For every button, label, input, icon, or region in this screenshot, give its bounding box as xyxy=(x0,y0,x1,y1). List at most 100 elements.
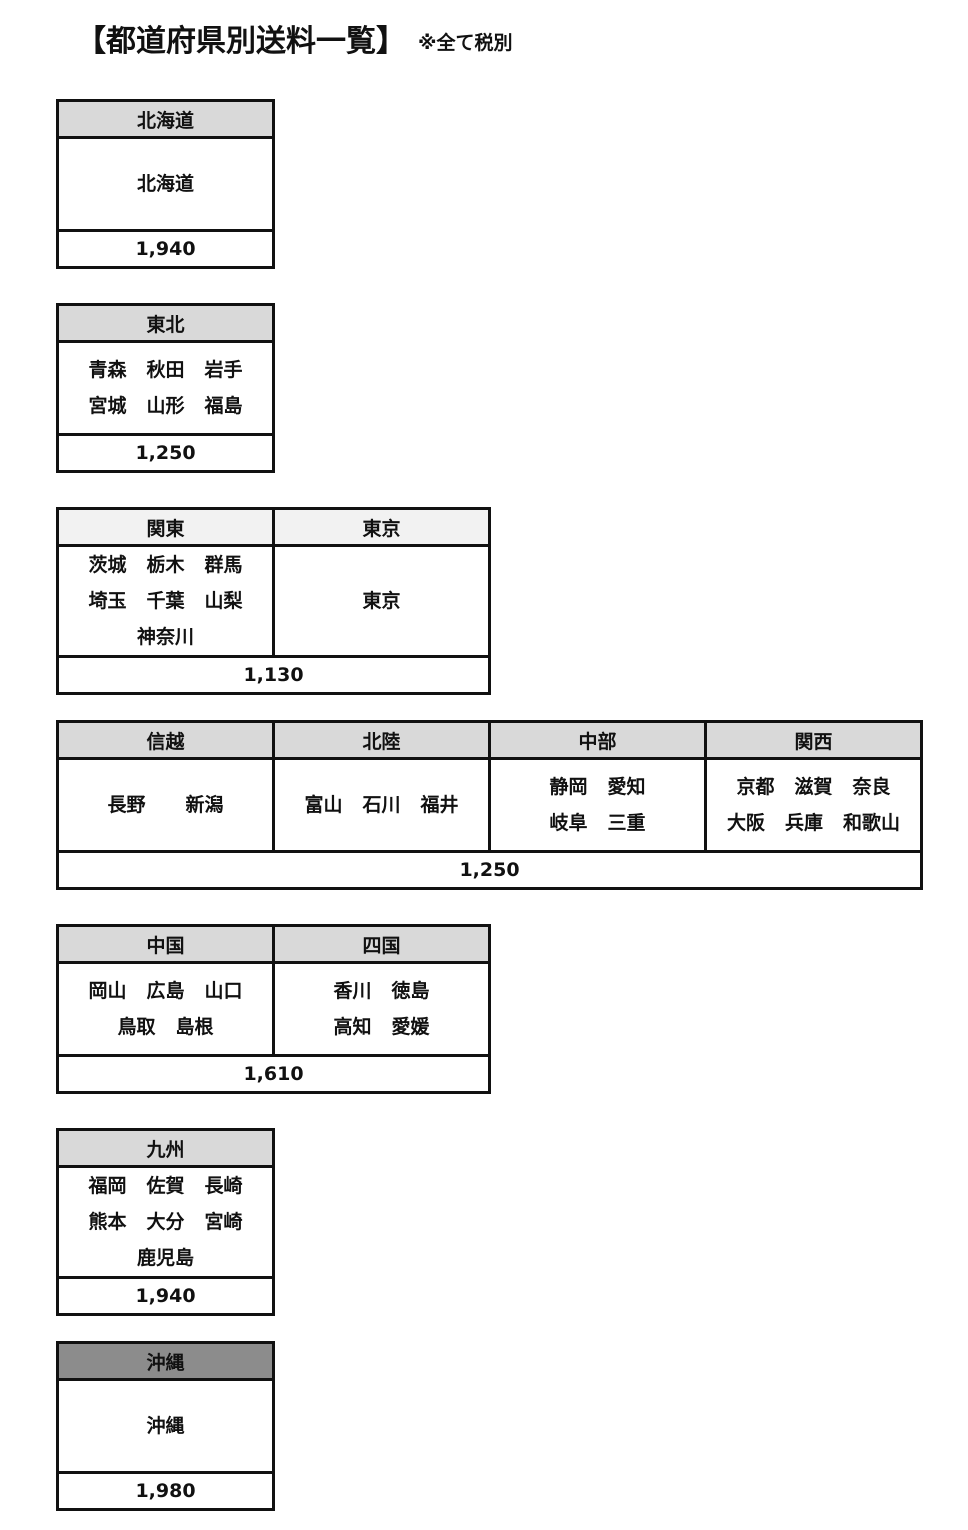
prefecture-line: 福岡佐賀長崎 xyxy=(61,1170,271,1205)
region-header-chugoku: 中国 xyxy=(56,924,275,964)
prefecture-name: 神奈川 xyxy=(136,626,194,648)
region-header-kanto: 関東 xyxy=(56,507,275,547)
region-header-shinetsu: 信越 xyxy=(56,720,275,760)
prefecture-name: 兵庫 xyxy=(784,812,823,834)
prefecture-name: 福岡 xyxy=(88,1175,127,1197)
prefecture-name: 京都 xyxy=(736,776,775,798)
region-prefectures-chugoku: 岡山広島山口鳥取島根 xyxy=(56,961,275,1057)
prefecture-name: 山口 xyxy=(204,980,243,1002)
prefecture-name: 山梨 xyxy=(204,590,243,612)
shipping-price-tohoku: 1,250 xyxy=(56,433,275,473)
region-header-tohoku: 東北 xyxy=(56,303,275,343)
shipping-price-central: 1,250 xyxy=(56,850,923,890)
prefecture-name: 宮城 xyxy=(88,395,127,417)
prefecture-line: 京都滋賀奈良 xyxy=(709,769,919,805)
prefecture-name: 秋田 xyxy=(146,359,185,381)
prefecture-name: 高知 xyxy=(333,1016,372,1038)
region-header-kansai: 関西 xyxy=(704,720,923,760)
prefecture-line: 大阪兵庫和歌山 xyxy=(709,805,919,841)
prefecture-name: 富山 xyxy=(304,794,343,816)
page-title-row: 【都道府県別送料一覧】 ※全て税別 xyxy=(76,12,512,64)
prefecture-name: 滋賀 xyxy=(794,776,833,798)
prefecture-name: 愛媛 xyxy=(391,1016,430,1038)
region-prefectures-kanto: 茨城栃木群馬埼玉千葉山梨神奈川 xyxy=(56,544,275,658)
prefecture-line: 東京 xyxy=(277,583,487,619)
prefecture-name: 北海道 xyxy=(136,173,194,195)
prefecture-line: 長野 新潟 xyxy=(61,787,271,823)
prefecture-line: 熊本大分宮崎 xyxy=(61,1204,271,1240)
prefecture-name: 和歌山 xyxy=(843,812,901,834)
region-header-okinawa: 沖縄 xyxy=(56,1341,275,1381)
prefecture-name: 山形 xyxy=(146,395,185,417)
prefecture-line: 鹿児島 xyxy=(61,1240,271,1275)
region-prefectures-hokuriku: 富山石川福井 xyxy=(272,757,491,853)
prefecture-name: 徳島 xyxy=(391,980,430,1002)
region-header-chubu: 中部 xyxy=(488,720,707,760)
region-prefectures-hokkaido: 北海道 xyxy=(56,136,275,232)
prefecture-line: 北海道 xyxy=(61,166,271,202)
prefecture-name: 香川 xyxy=(333,980,372,1002)
prefecture-name: 福井 xyxy=(420,794,459,816)
prefecture-name: 福島 xyxy=(204,395,243,417)
region-prefectures-tohoku: 青森秋田岩手宮城山形福島 xyxy=(56,340,275,436)
prefecture-name: 岡山 xyxy=(88,980,127,1002)
prefecture-name: 岐阜 xyxy=(549,812,588,834)
prefecture-name: 岩手 xyxy=(204,359,243,381)
tax-note: ※全て税別 xyxy=(418,31,513,54)
prefecture-name: 愛知 xyxy=(607,776,646,798)
shipping-price-kanto: 1,130 xyxy=(56,655,491,695)
shipping-price-chugoku-shikoku: 1,610 xyxy=(56,1054,491,1094)
region-prefectures-kyushu: 福岡佐賀長崎熊本大分宮崎鹿児島 xyxy=(56,1165,275,1279)
prefecture-name: 長野 xyxy=(107,794,146,816)
prefecture-name: 三重 xyxy=(607,812,646,834)
prefecture-name: 島根 xyxy=(175,1016,214,1038)
prefecture-name: 佐賀 xyxy=(146,1175,185,1197)
prefecture-name: 奈良 xyxy=(852,776,891,798)
prefecture-name: 千葉 xyxy=(146,590,185,612)
shipping-price-hokkaido: 1,940 xyxy=(56,229,275,269)
region-header-shikoku: 四国 xyxy=(272,924,491,964)
page-title: 【都道府県別送料一覧】 xyxy=(76,24,406,59)
prefecture-name: 鹿児島 xyxy=(136,1247,194,1269)
shipping-price-kyushu: 1,940 xyxy=(56,1276,275,1316)
shipping-table-hokkaido: 北海道 北海道 1,940 xyxy=(56,99,275,269)
shipping-table-tohoku: 東北 青森秋田岩手宮城山形福島 1,250 xyxy=(56,303,275,473)
region-header-tokyo: 東京 xyxy=(272,507,491,547)
shipping-table-kyushu: 九州 福岡佐賀長崎熊本大分宮崎鹿児島 1,940 xyxy=(56,1128,275,1316)
prefecture-name: 静岡 xyxy=(549,776,588,798)
prefecture-name: 新潟 xyxy=(185,794,224,816)
prefecture-name: 大阪 xyxy=(726,812,765,834)
prefecture-name: 栃木 xyxy=(146,554,185,576)
prefecture-line: 茨城栃木群馬 xyxy=(61,549,271,584)
prefecture-line: 香川徳島 xyxy=(277,973,487,1009)
prefecture-name: 長崎 xyxy=(204,1175,243,1197)
prefecture-line: 高知愛媛 xyxy=(277,1009,487,1045)
prefecture-name: 埼玉 xyxy=(88,590,127,612)
shipping-price-okinawa: 1,980 xyxy=(56,1471,275,1511)
prefecture-name: 広島 xyxy=(146,980,185,1002)
prefecture-line: 岐阜三重 xyxy=(493,805,703,841)
prefecture-name: 群馬 xyxy=(204,554,243,576)
prefecture-line: 神奈川 xyxy=(61,619,271,654)
prefecture-line: 鳥取島根 xyxy=(61,1009,271,1045)
region-prefectures-shinetsu: 長野 新潟 xyxy=(56,757,275,853)
prefecture-name: 沖縄 xyxy=(146,1415,185,1437)
shipping-table-okinawa: 沖縄 沖縄 1,980 xyxy=(56,1341,275,1511)
prefecture-name: 熊本 xyxy=(88,1211,127,1233)
prefecture-name: 東京 xyxy=(362,590,401,612)
shipping-table-central: 信越 北陸 中部 関西 長野新潟 富山石川福井 静岡愛知岐阜三重 京都滋賀奈良大… xyxy=(56,720,923,890)
prefecture-line: 岡山広島山口 xyxy=(61,973,271,1009)
region-prefectures-shikoku: 香川徳島高知愛媛 xyxy=(272,961,491,1057)
region-header-hokuriku: 北陸 xyxy=(272,720,491,760)
prefecture-name: 大分 xyxy=(146,1211,185,1233)
prefecture-line: 埼玉千葉山梨 xyxy=(61,583,271,619)
shipping-table-chugoku-shikoku: 中国 四国 岡山広島山口鳥取島根 香川徳島高知愛媛 1,610 xyxy=(56,924,491,1094)
prefecture-line: 青森秋田岩手 xyxy=(61,352,271,388)
region-prefectures-tokyo: 東京 xyxy=(272,544,491,658)
region-header-kyushu: 九州 xyxy=(56,1128,275,1168)
prefecture-line: 富山石川福井 xyxy=(277,787,487,823)
prefecture-name: 茨城 xyxy=(88,554,127,576)
prefecture-name: 宮崎 xyxy=(204,1211,243,1233)
prefecture-name: 石川 xyxy=(362,794,401,816)
region-header-hokkaido: 北海道 xyxy=(56,99,275,139)
